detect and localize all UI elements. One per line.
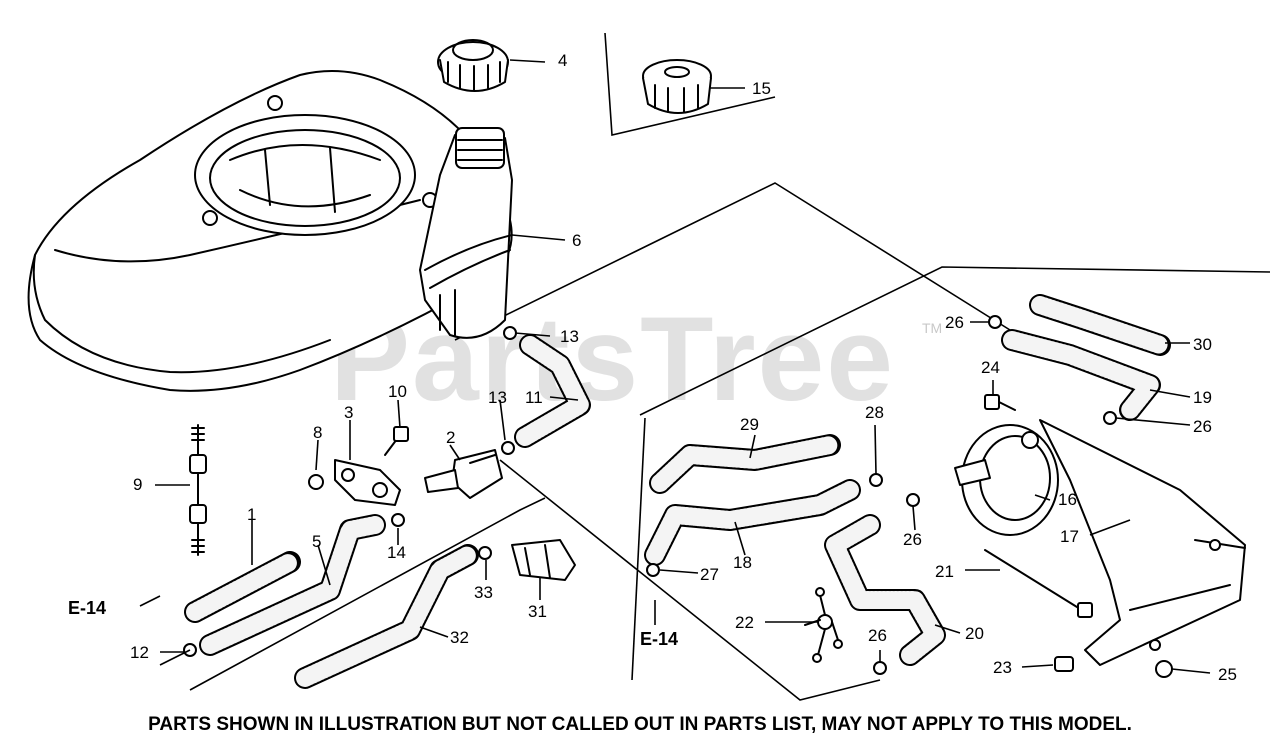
clip-14 bbox=[391, 513, 405, 527]
callout-11: 11 bbox=[525, 388, 543, 407]
hose-20 bbox=[824, 514, 946, 666]
clip-26d bbox=[873, 661, 887, 675]
callout-26c: 26 bbox=[903, 530, 922, 549]
hose-5 bbox=[199, 514, 386, 656]
callout-14: 14 bbox=[387, 543, 406, 562]
fuel-tank bbox=[419, 127, 513, 339]
callout-13b: 13 bbox=[488, 388, 507, 407]
callout-21: 21 bbox=[935, 562, 954, 581]
hose-19 bbox=[1001, 329, 1161, 421]
three-way-joint bbox=[804, 587, 843, 663]
bolt-21 bbox=[984, 549, 1093, 618]
kit-outline-right bbox=[639, 266, 1271, 416]
callout-19: 19 bbox=[1193, 388, 1212, 407]
callout-16: 16 bbox=[1058, 490, 1077, 509]
stud-bolt bbox=[189, 424, 207, 556]
clip-27 bbox=[646, 563, 660, 577]
kit-outline-top bbox=[454, 182, 1011, 341]
flange-nut bbox=[308, 474, 324, 490]
hose-30 bbox=[1029, 294, 1171, 356]
optional-part-bracket bbox=[604, 32, 776, 136]
fuel-cap-alt bbox=[642, 59, 712, 114]
callout-17: 17 bbox=[1060, 527, 1079, 546]
fuel-valve bbox=[424, 449, 503, 499]
reference-arrow-left bbox=[139, 595, 191, 666]
reference-label-left: E-14 bbox=[68, 598, 106, 618]
bracket bbox=[334, 459, 401, 506]
callout-29: 29 bbox=[740, 415, 759, 434]
callout-25: 25 bbox=[1218, 665, 1237, 684]
charcoal-canister bbox=[954, 424, 1059, 536]
callout-12: 12 bbox=[130, 643, 149, 662]
callout-6: 6 bbox=[572, 231, 581, 250]
callout-9: 9 bbox=[133, 475, 142, 494]
nut-25 bbox=[1155, 660, 1173, 678]
callout-18: 18 bbox=[733, 553, 752, 572]
callout-26d: 26 bbox=[868, 626, 887, 645]
hose-set-outline bbox=[189, 497, 546, 691]
callout-26a: 26 bbox=[945, 313, 964, 332]
hose-32 bbox=[294, 544, 479, 689]
callout-3: 3 bbox=[344, 403, 353, 422]
fuel-cap bbox=[437, 39, 509, 92]
callout-13a: 13 bbox=[560, 327, 579, 346]
callout-15: 15 bbox=[752, 79, 771, 98]
watermark-trademark: TM bbox=[922, 320, 942, 336]
callout-33: 33 bbox=[474, 583, 493, 602]
clip-26b bbox=[1103, 411, 1117, 425]
kit-outline-bottom bbox=[499, 459, 881, 701]
callout-4: 4 bbox=[558, 51, 567, 70]
callout-23: 23 bbox=[993, 658, 1012, 677]
callout-24: 24 bbox=[981, 358, 1000, 377]
callout-10: 10 bbox=[388, 382, 407, 401]
hose-clamp bbox=[511, 539, 576, 581]
callout-2: 2 bbox=[446, 428, 455, 447]
bolt-10 bbox=[384, 426, 409, 456]
reference-label-right: E-14 bbox=[640, 629, 678, 649]
callout-27: 27 bbox=[700, 565, 719, 584]
callout-30: 30 bbox=[1193, 335, 1212, 354]
clip-13b bbox=[501, 441, 515, 455]
clip-13a bbox=[503, 326, 517, 340]
clip-26c bbox=[906, 493, 920, 507]
callout-22: 22 bbox=[735, 613, 754, 632]
callout-26b: 26 bbox=[1193, 417, 1212, 436]
callout-20: 20 bbox=[965, 624, 984, 643]
canister-bracket bbox=[1039, 419, 1246, 666]
callout-leaders bbox=[155, 59, 1211, 674]
fan-cover bbox=[27, 70, 513, 392]
bolt-24 bbox=[984, 394, 1016, 411]
nut-23 bbox=[1054, 656, 1074, 672]
callout-8: 8 bbox=[313, 423, 322, 442]
footer-note: PARTS SHOWN IN ILLUSTRATION BUT NOT CALL… bbox=[148, 714, 1132, 735]
kit-outline-left bbox=[631, 417, 646, 681]
callout-5: 5 bbox=[312, 532, 321, 551]
hose-1 bbox=[184, 551, 301, 623]
hose-29 bbox=[649, 434, 841, 494]
callout-1: 1 bbox=[247, 505, 256, 524]
callout-31: 31 bbox=[528, 602, 547, 621]
callout-28: 28 bbox=[865, 403, 884, 422]
callout-32: 32 bbox=[450, 628, 469, 647]
hose-18 bbox=[644, 479, 861, 566]
clip-28 bbox=[869, 473, 883, 487]
clip-26a bbox=[988, 315, 1002, 329]
clip-33 bbox=[478, 546, 492, 560]
hose-11 bbox=[514, 334, 591, 448]
